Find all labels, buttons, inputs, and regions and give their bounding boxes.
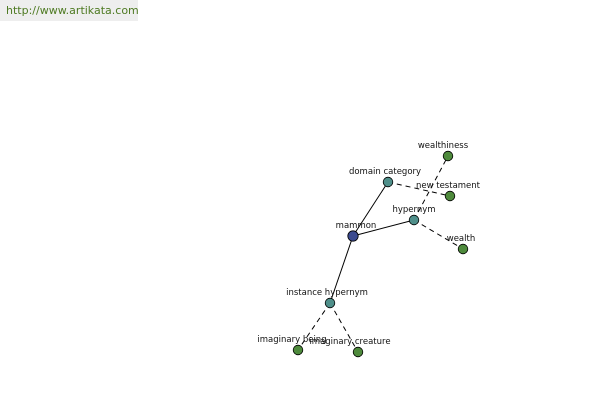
node-hypernym-relation-node-icon[interactable] (408, 214, 420, 226)
edge-domain-category-to-new-testament (387, 181, 451, 197)
node-new-testament-leaf-node-icon[interactable] (444, 190, 456, 202)
node-domain-category-relation-node-icon[interactable] (382, 176, 394, 188)
graph-edges (297, 155, 464, 353)
node-label-domain-category[interactable]: domain category (349, 167, 421, 177)
node-label-wealthiness[interactable]: wealthiness (418, 141, 469, 151)
edge-mammon-to-instance-hypernym (329, 235, 354, 304)
edge-instance-hypernym-to-imaginary-creature (329, 302, 359, 353)
node-label-imaginary-creature[interactable]: imaginary creature (309, 337, 390, 347)
node-label-mammon[interactable]: mammon (336, 221, 377, 231)
node-label-new-testament[interactable]: new testament (416, 181, 481, 191)
node-wealthiness-leaf-node-icon[interactable] (442, 150, 454, 162)
edge-hypernym-to-wealth (413, 219, 464, 250)
node-label-instance-hypernym[interactable]: instance hypernym (286, 288, 368, 298)
node-imaginary-being-leaf-node-icon[interactable] (292, 344, 304, 356)
edge-mammon-to-domain-category (352, 181, 389, 237)
node-mammon-center-node-icon[interactable] (347, 230, 359, 242)
node-label-hypernym[interactable]: hypernym (392, 205, 435, 215)
node-wealth-leaf-node-icon[interactable] (457, 243, 469, 255)
edge-mammon-to-hypernym (352, 219, 415, 237)
url-bar: http://www.artikata.com (0, 0, 139, 21)
node-label-wealth[interactable]: wealth (447, 234, 475, 244)
graph-nodes (292, 150, 469, 358)
site-url[interactable]: http://www.artikata.com (6, 4, 139, 17)
graph-labels: mammon domain category hypernym instance hy… (257, 141, 480, 347)
node-instance-hypernym-relation-node-icon[interactable] (324, 297, 336, 309)
node-label-imaginary-being[interactable]: imaginary being (257, 335, 326, 345)
edge-instance-hypernym-to-imaginary-being (297, 302, 331, 351)
edge-hypernym-to-wealthiness (413, 155, 449, 221)
node-imaginary-creature-leaf-node-icon[interactable] (352, 346, 364, 358)
